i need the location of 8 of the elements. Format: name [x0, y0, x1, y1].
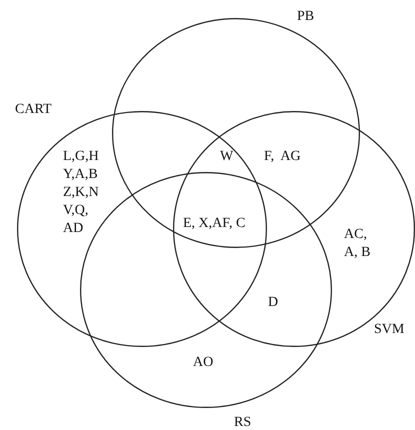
region-label: AO	[193, 354, 214, 372]
region-label: D	[268, 294, 278, 312]
region-label: F, AG	[264, 148, 301, 166]
set-circle	[173, 111, 415, 347]
region-label: W	[220, 148, 234, 166]
region-label: E, X,AF, C	[183, 215, 246, 233]
region-label: L,G,H Y,A,B Z,K,N V,Q, AD	[63, 148, 100, 238]
region-label: AC, A, B	[344, 226, 372, 262]
